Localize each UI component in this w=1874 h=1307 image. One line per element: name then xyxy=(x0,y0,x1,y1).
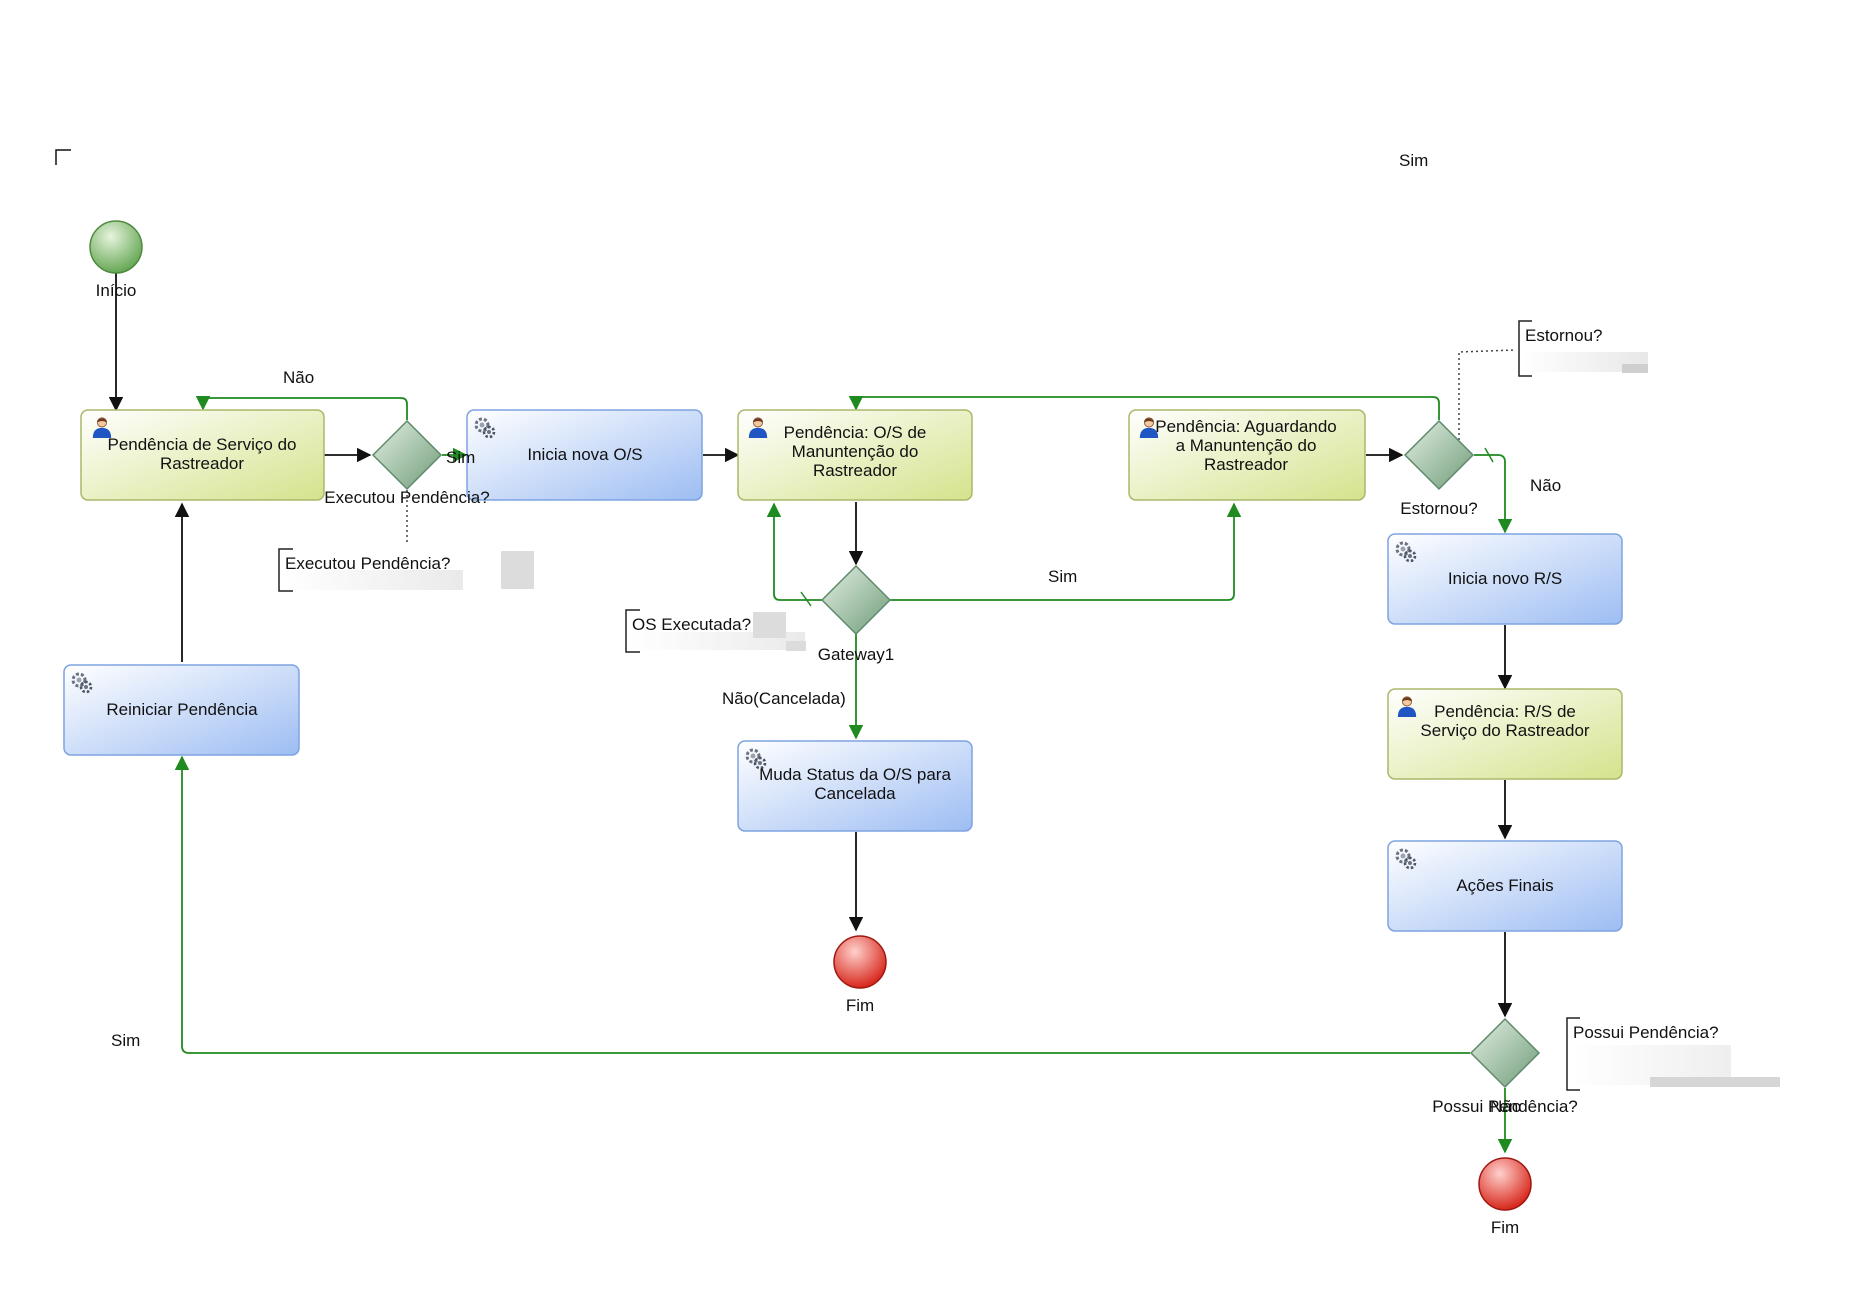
task-pendencia-rs-line2: Serviço do Rastreador xyxy=(1420,721,1589,740)
end-event-final[interactable]: Fim xyxy=(1478,1157,1532,1237)
annotation-executou: Executou Pendência? xyxy=(278,548,534,592)
annotation-os-executada: OS Executada? xyxy=(625,609,806,653)
edge-label-nao-estornou: Não xyxy=(1530,476,1561,495)
task-inicia-os-line1: Inicia nova O/S xyxy=(527,445,642,464)
end-event-cancelada-label: Fim xyxy=(846,996,874,1015)
annotation-estornou: Estornou? xyxy=(1518,320,1648,377)
task-pendencia-rs[interactable]: Pendência: R/S de Serviço do Rastreador xyxy=(1387,688,1623,780)
default-flow-markers xyxy=(800,447,1494,607)
task-inicia-os[interactable]: Inicia nova O/S xyxy=(466,409,703,501)
task-pendencia-os-line3: Rastreador xyxy=(813,461,897,480)
task-inicia-rs-line1: Inicia novo R/S xyxy=(1448,569,1562,588)
gateway-possui-label: Possui Pendência? xyxy=(1432,1097,1578,1116)
annotation-executou-text: Executou Pendência? xyxy=(285,554,450,573)
edge-label-nao-possui: Não xyxy=(1490,1097,1521,1116)
flow-gateway1-to-pendencia-os[interactable] xyxy=(766,502,822,601)
edge-label-nao-cancelada: Não(Cancelada) xyxy=(722,689,846,708)
gateway-possui[interactable]: Possui Pendência? xyxy=(1432,1017,1578,1116)
task-pendencia-aguardando-line3: Rastreador xyxy=(1204,455,1288,474)
flow-executou-nao[interactable] xyxy=(195,396,408,420)
task-pendencia-aguardando-line2: a Manuntenção do xyxy=(1176,436,1317,455)
task-muda-status-line1: Muda Status da O/S para xyxy=(759,765,951,784)
sequence-flows xyxy=(108,270,1513,1154)
task-pendencia-servico[interactable]: Pendência de Serviço do Rastreador xyxy=(80,409,325,501)
task-pendencia-os-line1: Pendência: O/S de xyxy=(784,423,927,442)
task-inicia-rs[interactable]: Inicia novo R/S xyxy=(1387,533,1623,625)
annotation-estornou-text: Estornou? xyxy=(1525,326,1603,345)
annotation-possui: Possui Pendência? xyxy=(1566,1017,1780,1091)
associations xyxy=(406,349,1516,545)
end-event-final-label: Fim xyxy=(1491,1218,1519,1237)
task-reiniciar[interactable]: Reiniciar Pendência xyxy=(63,664,300,756)
task-muda-status-line2: Cancelada xyxy=(814,784,896,803)
task-reiniciar-line1: Reiniciar Pendência xyxy=(106,700,258,719)
gateway-estornou[interactable]: Estornou? xyxy=(1400,419,1478,518)
edge-label-nao-top: Não xyxy=(283,368,314,387)
gateway-executou[interactable]: Executou Pendência? xyxy=(324,419,490,507)
edge-label-sim-gateway1: Sim xyxy=(1048,567,1077,586)
task-pendencia-os-line2: Manuntenção do xyxy=(792,442,919,461)
annotation-os-executada-text: OS Executada? xyxy=(632,615,751,634)
gateway-gateway1[interactable]: Gateway1 xyxy=(818,564,895,664)
gateway-gateway1-label: Gateway1 xyxy=(818,645,895,664)
task-acoes-finais[interactable]: Ações Finais xyxy=(1387,840,1623,932)
edge-label-sim-estornou: Sim xyxy=(1399,151,1428,170)
start-event-label: Início xyxy=(96,281,137,300)
flow-possui-sim[interactable] xyxy=(174,755,1470,1054)
flow-estornou-nao[interactable] xyxy=(1474,454,1513,534)
task-pendencia-servico-line2: Rastreador xyxy=(160,454,244,473)
annotation-possui-text: Possui Pendência? xyxy=(1573,1023,1719,1042)
end-event-cancelada[interactable]: Fim xyxy=(833,935,887,1015)
flow-estornou-sim[interactable] xyxy=(848,396,1440,420)
gateway-estornou-label: Estornou? xyxy=(1400,499,1478,518)
association-estornou xyxy=(1458,349,1516,440)
task-pendencia-aguardando-line1: Pendência: Aguardando xyxy=(1155,417,1337,436)
task-muda-status[interactable]: Muda Status da O/S para Cancelada xyxy=(737,740,973,832)
task-acoes-finais-line1: Ações Finais xyxy=(1456,876,1553,895)
start-event[interactable]: Início xyxy=(89,220,143,300)
edge-label-sim-executou: Sim xyxy=(446,448,475,467)
task-pendencia-servico-line1: Pendência de Serviço do xyxy=(107,435,296,454)
gateway-executou-label: Executou Pendência? xyxy=(324,488,489,507)
edge-label-sim-possui: Sim xyxy=(111,1031,140,1050)
task-pendencia-os[interactable]: Pendência: O/S de Manuntenção do Rastrea… xyxy=(737,409,973,501)
edge-labels: Não Sim Sim Não(Cancelada) Sim Não Sim N… xyxy=(111,151,1561,1116)
task-pendencia-aguardando[interactable]: Pendência: Aguardando a Manuntenção do R… xyxy=(1128,409,1366,501)
flow-gateway1-sim[interactable] xyxy=(890,502,1242,601)
task-pendencia-rs-line1: Pendência: R/S de xyxy=(1434,702,1576,721)
canvas-corner-mark xyxy=(55,149,71,165)
